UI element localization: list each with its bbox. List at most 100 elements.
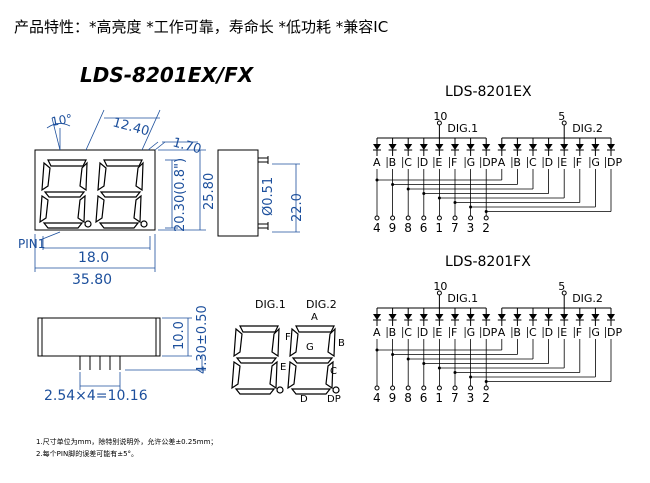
model-title: LDS-8201EX/FX: [80, 63, 255, 87]
segment-label: B: [513, 156, 521, 169]
junction-dot: [406, 187, 410, 191]
junction-dot: [391, 183, 395, 186]
diode: [529, 314, 537, 320]
digit-pin-dot: [561, 120, 567, 126]
segment-label: E: [560, 156, 567, 169]
front-view: [34, 149, 156, 231]
segment-label: C: [529, 156, 537, 169]
output-pin-dot: [436, 215, 442, 221]
segment-label: F: [576, 326, 582, 339]
diode: [607, 314, 615, 320]
diode: [466, 144, 475, 150]
bottom-view-dimensions: [79, 317, 206, 390]
digit-pin-dot: [561, 290, 567, 296]
segment-label: D: [545, 326, 553, 339]
junction-dot: [469, 375, 473, 379]
seg-label-dp: DP: [327, 394, 341, 405]
angle-dim: 10°: [50, 111, 73, 128]
diode: [591, 144, 600, 150]
segment-label: G: [591, 156, 600, 169]
segment-label: A: [373, 156, 381, 169]
digit-width-dim: 18.0: [78, 250, 109, 266]
output-pin-number: 8: [404, 391, 412, 405]
junction-dot: [391, 353, 395, 356]
diode: [575, 314, 584, 320]
junction-dot: [437, 196, 441, 200]
output-pin-number: 9: [389, 391, 397, 405]
digit-height-dim: 20.30(0.8"): [173, 158, 188, 232]
digit-pin-number: 5: [558, 110, 565, 123]
junction-dot: [484, 210, 488, 213]
junction-dot: [375, 348, 379, 352]
segment-label: B: [389, 156, 397, 169]
segment-label: B: [389, 326, 397, 339]
output-pin-number: 3: [467, 221, 475, 235]
junction-dot: [406, 357, 410, 361]
seg-dig1-label: DIG.1: [255, 298, 286, 311]
diode: [544, 314, 553, 320]
pin-length-dim: 4.30±0.50: [195, 305, 210, 374]
digit-pin-number: 10: [433, 280, 447, 293]
digit-pitch-dim: 12.40: [111, 115, 151, 139]
diode: [513, 314, 522, 320]
output-pin-number: 6: [420, 221, 428, 235]
diode: [435, 144, 444, 150]
digit-label: DIG.1: [447, 292, 478, 305]
digit-label: DIG.2: [572, 122, 603, 135]
output-pin-dot: [468, 385, 474, 391]
output-pin-number: 1: [435, 221, 443, 235]
output-pin-dot: [483, 215, 489, 221]
output-pin-number: 4: [373, 221, 381, 235]
diode: [575, 144, 584, 150]
junction-dot: [437, 366, 441, 370]
segment-label: A: [373, 326, 381, 339]
output-pin-number: 7: [451, 221, 459, 235]
output-pin-dot: [390, 385, 396, 391]
segment-label: D: [420, 156, 428, 169]
diode: [513, 144, 522, 150]
note-1: 1.尺寸单位为mm，除特别说明外，允许公差±0.25mm；: [36, 437, 217, 446]
segment-label: C: [404, 326, 412, 339]
output-pin-number: 7: [451, 391, 459, 405]
body-height-bottom-dim: 10.0: [172, 321, 187, 350]
diode: [388, 314, 397, 320]
output-pin-number: 8: [404, 221, 412, 235]
junction-dot: [422, 192, 426, 195]
diode: [419, 144, 428, 150]
segment-width-dim: 1.70: [171, 135, 203, 157]
digit-pin-number: 5: [558, 280, 565, 293]
diode: [404, 144, 413, 150]
bottom-view: [37, 317, 161, 370]
body-height-dim: 25.80: [202, 173, 217, 210]
diode: [451, 314, 459, 320]
seg-label-a: A: [311, 312, 318, 323]
diode: [482, 314, 491, 320]
segment-label: E: [435, 156, 442, 169]
output-pin-number: 2: [482, 391, 490, 405]
digit-label: DIG.1: [447, 122, 478, 135]
segment-label: D: [420, 326, 428, 339]
segment-label: DP: [607, 156, 622, 169]
output-pin-number: 4: [373, 391, 381, 405]
diode: [435, 314, 444, 320]
output-pin-dot: [483, 385, 489, 391]
segment-label: C: [529, 326, 537, 339]
segment-label: G: [467, 326, 476, 339]
segment-label: D: [545, 156, 553, 169]
output-pin-dot: [452, 385, 458, 391]
digit-pin-dot: [436, 290, 442, 296]
diode: [419, 314, 428, 320]
segment-label: G: [467, 156, 476, 169]
pin-span-dim: 2.54×4=10.16: [44, 388, 148, 404]
output-pin-dot: [421, 385, 427, 391]
output-pin-dot: [390, 215, 396, 221]
front-view-dimensions: [34, 109, 206, 272]
circuit-title: LDS-8201EX: [445, 84, 532, 100]
pin1-label: PIN1: [18, 237, 45, 251]
seg-dig2-label: DIG.2: [306, 298, 337, 311]
pin-diameter-dim: Ø0.51: [261, 177, 276, 216]
junction-dot: [469, 205, 473, 209]
digit-label: DIG.2: [572, 292, 603, 305]
digit-pin-number: 10: [433, 110, 447, 123]
